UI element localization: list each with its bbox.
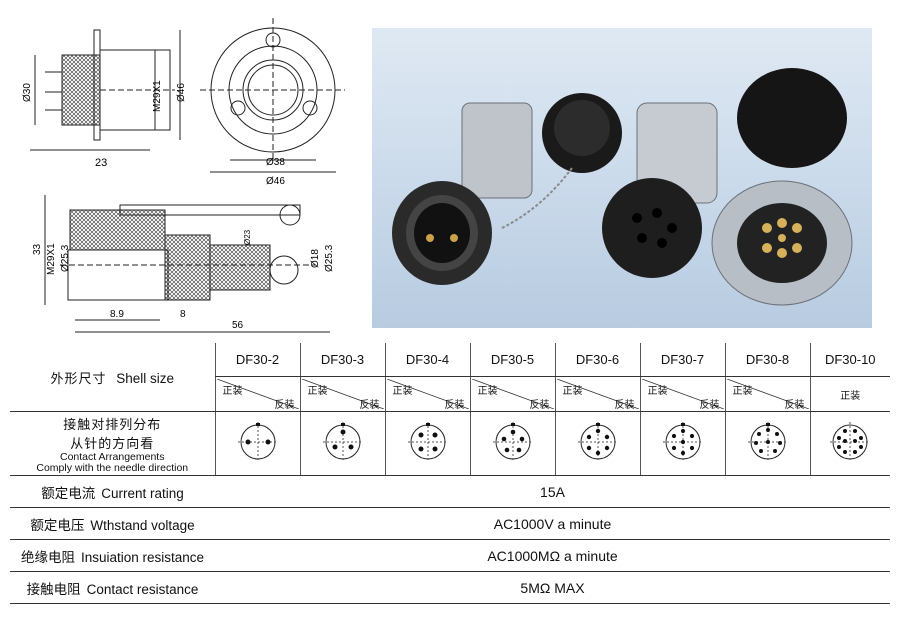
plug-view [44, 195, 330, 333]
dim-dia38: Ø38 [266, 157, 285, 168]
mount-diagonal: 正装反装 [556, 379, 639, 411]
current-value: 15A [215, 475, 890, 508]
dim-dia18: Ø18 [310, 249, 321, 268]
dim-h33: 33 [32, 243, 43, 255]
contact-diagram-4 [407, 422, 448, 462]
mount-diagonal: 正装反装 [301, 379, 384, 411]
dim-len23: 23 [95, 157, 107, 169]
mount-diagonal: 正装反装 [386, 379, 469, 411]
shell-size-label: 外形尺寸 Shell size [10, 343, 215, 412]
model-df30-7: DF30-7 [639, 343, 725, 377]
technical-drawing: Ø30 M29X1 Ø46 23 Ø38 Ø46 33 M29X1 Ø25.3 … [22, 18, 345, 333]
contact-diagram-10 [830, 422, 871, 462]
dim-dia25-right: Ø25.3 [324, 244, 335, 272]
dim-len8-9: 8.9 [110, 309, 124, 320]
model-df30-10: DF30-10 [809, 343, 890, 377]
dim-len56: 56 [232, 320, 244, 331]
front-view [200, 18, 345, 173]
connector-left [392, 102, 533, 285]
spec-table: 外形尺寸 Shell size DF30-2 DF30-3 DF30-4 DF3… [10, 343, 890, 604]
contact-diagram-2 [237, 422, 278, 462]
model-df30-2: DF30-2 [214, 343, 300, 377]
dim-dia25-left: Ø25.3 [60, 244, 71, 272]
model-df30-6: DF30-6 [554, 343, 640, 377]
contact-diagram-7 [662, 422, 703, 462]
mount-row: 正装反装 正装反装 正装反装 正装反装 正装反装 正装反装 正装反装 正装 [10, 376, 890, 412]
mount-diagonal: 正装反装 [216, 379, 299, 411]
connector-right [711, 68, 853, 306]
contact-resistance-value: 5MΩ MAX [215, 571, 890, 604]
model-df30-4: DF30-4 [384, 343, 470, 377]
header-row: 外形尺寸 Shell size DF30-2 DF30-3 DF30-4 DF3… [10, 343, 890, 412]
contact-row: 接触对排列分布 从针的方向看 Contact Arrangements Comp… [10, 411, 890, 476]
dim-dia23: Ø23 [243, 229, 252, 245]
contact-diagram-6 [577, 422, 618, 462]
insulation-value: AC1000MΩ a minute [215, 539, 890, 572]
dim-len8: 8 [180, 309, 186, 320]
connector-middle [602, 102, 718, 278]
voltage-value: AC1000V a minute [215, 507, 890, 540]
connector-illustration [392, 68, 853, 306]
mount-diagonal: 正装反装 [471, 379, 554, 411]
contact-diagram-5 [492, 422, 533, 462]
side-view [30, 29, 181, 151]
mount-diagonal: 正装反装 [726, 379, 809, 411]
product-photo [372, 28, 872, 328]
mount-forward-only: 正装 [809, 376, 890, 412]
model-df30-5: DF30-5 [469, 343, 555, 377]
dim-dia30: Ø30 [22, 83, 33, 102]
dim-thread-plug: M29X1 [46, 243, 57, 275]
dim-dia46: Ø46 [266, 176, 285, 187]
contact-diagram-3 [322, 422, 363, 462]
contact-diagram-8 [747, 422, 788, 462]
contact-label: 接触对排列分布 从针的方向看 Contact Arrangements Comp… [10, 411, 215, 476]
cap-left [501, 93, 622, 229]
model-df30-3: DF30-3 [299, 343, 385, 377]
mount-diagonal: 正装反装 [641, 379, 724, 411]
model-df30-8: DF30-8 [724, 343, 810, 377]
dim-dia46: Ø46 [176, 83, 187, 102]
dim-thread: M29X1 [152, 80, 163, 112]
